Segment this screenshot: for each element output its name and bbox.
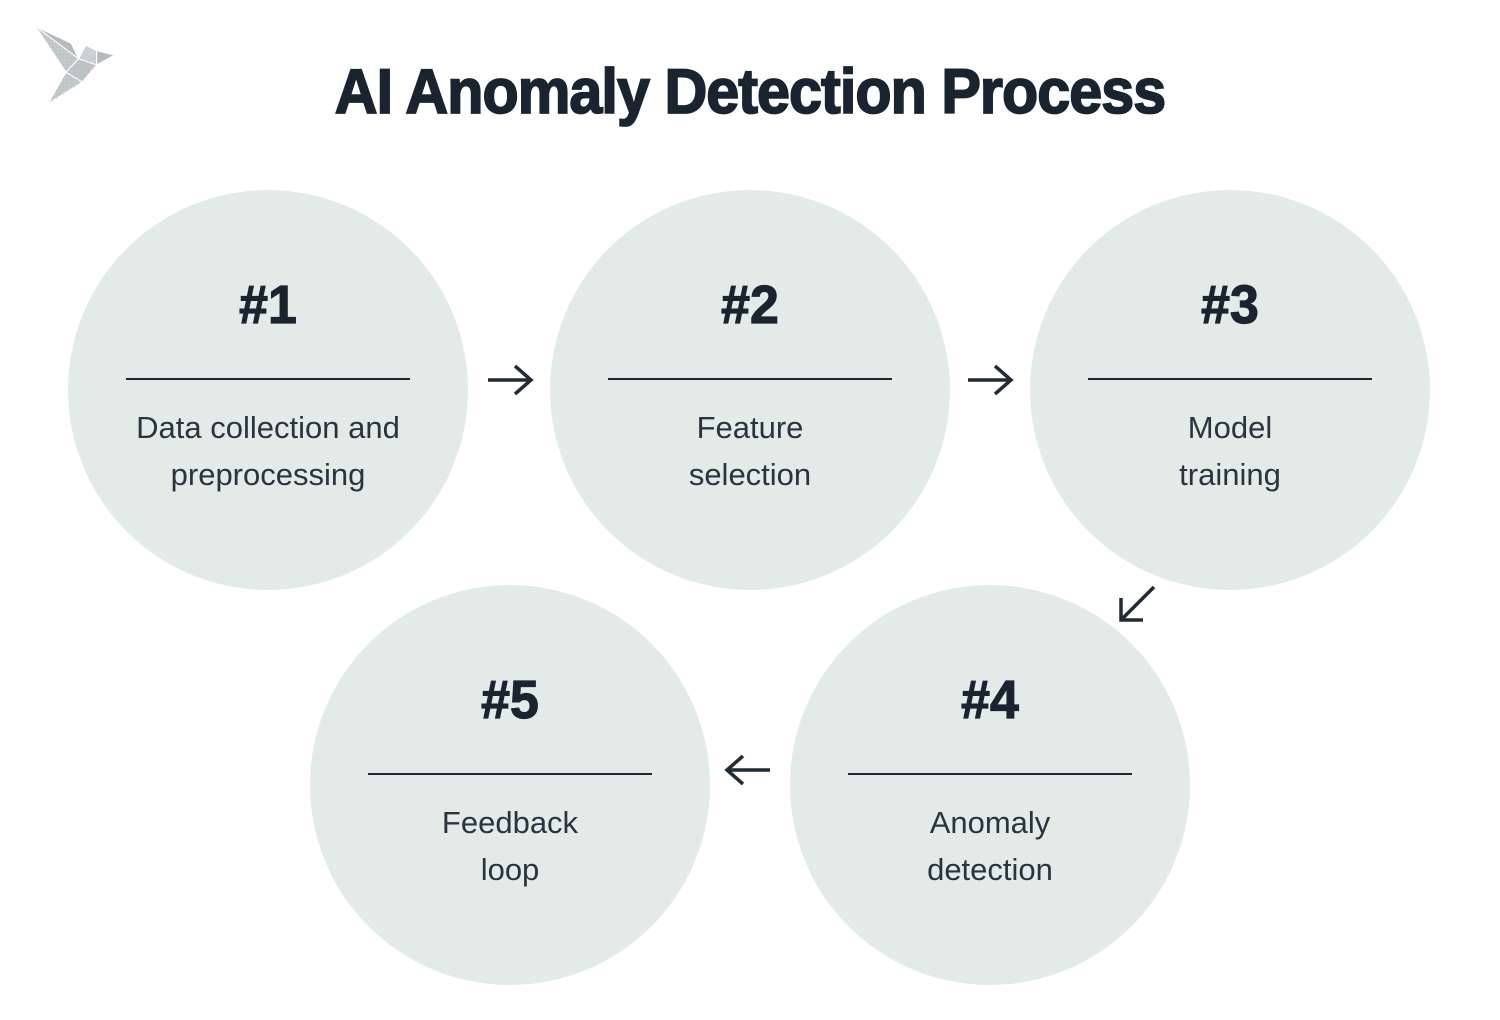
arrow-down-left-icon	[1114, 582, 1160, 628]
step-number: #3	[1201, 274, 1260, 335]
step-circle-1: #1 Data collection and preprocessing	[68, 190, 468, 590]
step-divider	[608, 378, 892, 380]
step-circle-4: #4 Anomaly detection	[790, 585, 1190, 985]
step-number: #1	[239, 274, 298, 335]
step-circle-5: #5 Feedback loop	[310, 585, 710, 985]
step-label: Model training	[1179, 410, 1281, 492]
bird-logo-icon	[30, 24, 120, 106]
step-label: Anomaly detection	[927, 805, 1053, 887]
arrow-right-icon	[486, 358, 536, 402]
page-title: AI Anomaly Detection Process	[334, 56, 1167, 128]
step-label: Feedback loop	[441, 805, 579, 887]
step-divider	[368, 773, 652, 775]
step-divider	[1088, 378, 1372, 380]
arrow-right-icon	[966, 358, 1016, 402]
step-divider	[848, 773, 1132, 775]
step-number: #4	[961, 669, 1020, 730]
step-number: #2	[721, 274, 780, 335]
step-number: #5	[481, 669, 540, 730]
step-circle-2: #2 Feature selection	[550, 190, 950, 590]
step-divider	[126, 378, 410, 380]
step-circle-3: #3 Model training	[1030, 190, 1430, 590]
step-label: Feature selection	[688, 410, 812, 492]
step-label: Data collection and preprocessing	[136, 410, 400, 492]
arrow-left-icon	[722, 748, 772, 792]
